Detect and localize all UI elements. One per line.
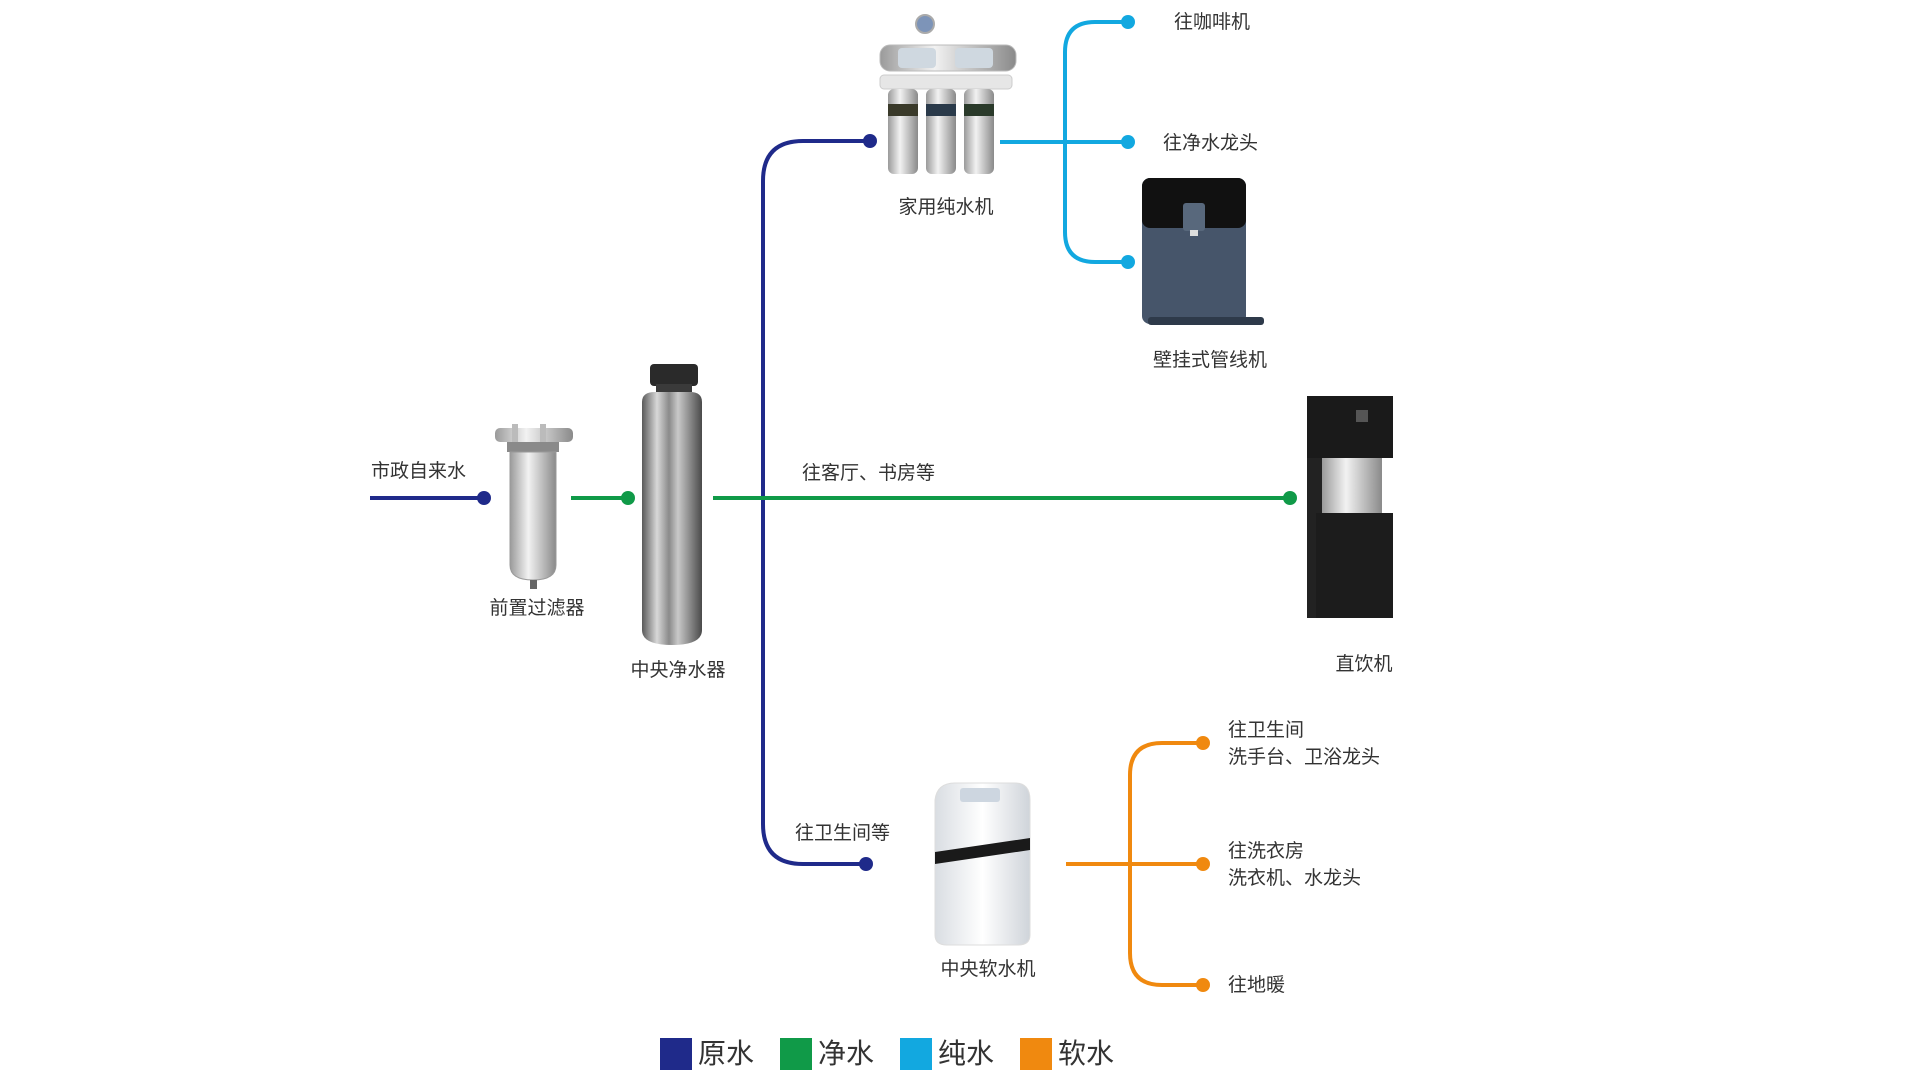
legend-swatch bbox=[1020, 1038, 1053, 1070]
legend-swatch bbox=[900, 1038, 933, 1070]
label-home-pure-machine: 家用纯水机 bbox=[898, 196, 994, 218]
label-municipal-water: 市政自来水 bbox=[371, 460, 467, 482]
label-central-purifier: 中央净水器 bbox=[630, 659, 726, 681]
label-wall-pipeline-machine: 壁挂式管线机 bbox=[1152, 349, 1268, 371]
legend-label: 净水 bbox=[818, 1037, 875, 1070]
soft-water-pipes bbox=[1066, 736, 1210, 992]
label-to-pure-faucet: 往净水龙头 bbox=[1163, 132, 1259, 154]
legend-item-clean-water: 净水 bbox=[780, 1038, 874, 1070]
legend-label: 软水 bbox=[1058, 1037, 1115, 1070]
drinking-fountain-device bbox=[1307, 396, 1393, 618]
label-to-bathroom-line2: 洗手台、卫浴龙头 bbox=[1228, 746, 1381, 768]
label-pre-filter: 前置过滤器 bbox=[489, 597, 585, 619]
legend: 原水 净水 纯水 软水 bbox=[660, 1038, 1114, 1070]
label-drinking-fountain: 直饮机 bbox=[1335, 653, 1393, 675]
central-softener-device bbox=[934, 782, 1031, 946]
label-to-coffee: 往咖啡机 bbox=[1174, 11, 1251, 33]
coffee-dot bbox=[1121, 15, 1135, 29]
legend-item-soft-water: 软水 bbox=[1020, 1038, 1114, 1070]
legend-swatch bbox=[780, 1038, 813, 1070]
label-to-floor-heating: 往地暖 bbox=[1228, 974, 1286, 996]
inlet-dot bbox=[477, 491, 491, 505]
legend-item-raw-water: 原水 bbox=[660, 1038, 754, 1070]
label-to-laundry-line1: 往洗衣房 bbox=[1228, 840, 1305, 862]
label-to-bathroom-line1: 往卫生间 bbox=[1228, 719, 1305, 741]
raw-water-pipes bbox=[370, 134, 877, 871]
branch-trunk-line bbox=[761, 139, 870, 866]
pure-faucet-dot bbox=[1121, 135, 1135, 149]
pre-filter-device bbox=[495, 424, 573, 589]
pure-water-pipes bbox=[1000, 15, 1135, 269]
floor-heating-dot bbox=[1196, 978, 1210, 992]
pure-machine-inlet-dot bbox=[863, 134, 877, 148]
soft-branch-line bbox=[1128, 741, 1203, 987]
laundry-dot bbox=[1196, 857, 1210, 871]
wall-pipeline-machine-device bbox=[1142, 178, 1264, 325]
legend-label: 原水 bbox=[698, 1037, 755, 1070]
label-to-laundry-line2: 洗衣机、水龙头 bbox=[1228, 867, 1362, 889]
fountain-inlet-dot bbox=[1283, 491, 1297, 505]
legend-label: 纯水 bbox=[938, 1037, 995, 1070]
pure-branch-line bbox=[1063, 20, 1128, 264]
label-to-bathroom-etc: 往卫生间等 bbox=[795, 822, 891, 844]
purifier-inlet-dot bbox=[621, 491, 635, 505]
legend-item-pure-water: 纯水 bbox=[900, 1038, 994, 1070]
bathroom-dot bbox=[1196, 736, 1210, 750]
wall-machine-dot bbox=[1121, 255, 1135, 269]
clean-water-pipes bbox=[571, 491, 1297, 505]
home-pure-machine-device bbox=[879, 14, 1017, 174]
legend-swatch bbox=[660, 1038, 692, 1070]
softener-inlet-dot bbox=[859, 857, 873, 871]
label-central-softener: 中央软水机 bbox=[940, 958, 1036, 980]
central-purifier-device bbox=[642, 364, 702, 645]
label-to-living-study: 往客厅、书房等 bbox=[802, 462, 936, 484]
